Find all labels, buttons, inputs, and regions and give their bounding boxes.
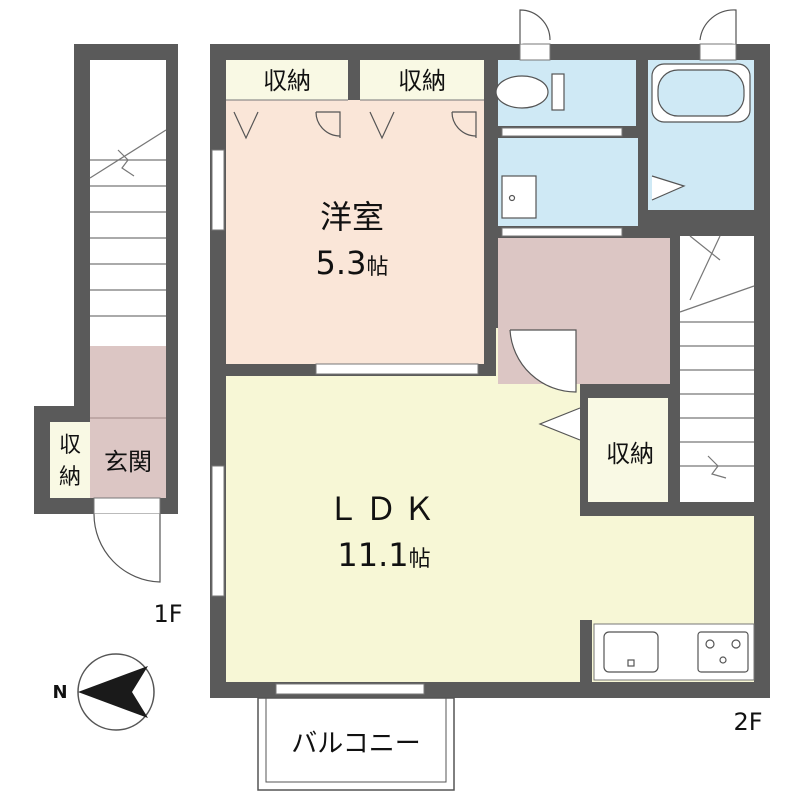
- western-room-size-value: 5.3: [316, 244, 367, 282]
- washbasin-fixture: [501, 175, 537, 219]
- closet-right: [360, 60, 484, 100]
- closet-right-label: 収納: [398, 67, 446, 95]
- toilet-fixture: [495, 73, 565, 111]
- entrance-door-opening: [93, 497, 161, 515]
- first-floor-storage-label-1: 収: [59, 433, 81, 458]
- closet-left: [226, 60, 348, 100]
- entrance-door-swing: [93, 513, 161, 583]
- first-floor-stair-area: [90, 60, 166, 346]
- bathtub-fixture: [651, 63, 751, 123]
- ldk-name: ＬＤＫ: [327, 490, 441, 528]
- entrance-floor: [90, 346, 166, 498]
- first-floor-stairs: [89, 129, 167, 317]
- ldk-floor: [226, 328, 580, 682]
- first-floor: 収 納 玄関 1F: [34, 44, 183, 628]
- first-floor-storage-label-2: 納: [59, 465, 81, 490]
- hallway-storage-label: 収納: [606, 440, 654, 468]
- ldk-door-swing: [509, 329, 577, 393]
- windows: [211, 43, 737, 695]
- compass: N: [52, 653, 155, 731]
- hallway-storage-door: [538, 407, 581, 441]
- western-room-name: 洋室: [320, 198, 384, 236]
- compass-north-letter: N: [52, 682, 67, 703]
- bath-door: [651, 175, 686, 201]
- ldk-kitchen-link: [580, 516, 592, 620]
- toilet-door: [501, 127, 623, 137]
- western-room-size: 5.3帖: [316, 244, 389, 282]
- hallway-to-ldk: [498, 318, 580, 330]
- first-floor-storage: [50, 422, 90, 498]
- stove-icon: [697, 631, 749, 673]
- washroom-door: [501, 227, 623, 237]
- western-room-size-unit: 帖: [366, 255, 388, 280]
- first-floor-label: 1F: [153, 600, 182, 628]
- closet-doors: [233, 111, 477, 140]
- balcony-label: バルコニー: [291, 729, 420, 759]
- top-doors: [519, 9, 737, 44]
- western-room-floor: [226, 100, 484, 364]
- entrance-label: 玄関: [104, 448, 152, 476]
- closet-left-label: 収納: [263, 67, 311, 95]
- ldk-size-value: 11.1: [337, 536, 408, 574]
- second-floor-stairs-area: [680, 236, 754, 502]
- second-floor: 収納 収納: [210, 9, 770, 791]
- second-floor-label: 2F: [733, 708, 762, 736]
- compass-arrow-icon: [78, 666, 148, 718]
- hallway-storage: [588, 398, 668, 502]
- ldk-size: 11.1帖: [337, 536, 430, 574]
- sink-icon: [603, 631, 659, 673]
- balcony-inner: [265, 697, 447, 783]
- ldk-size-unit: 帖: [409, 547, 431, 572]
- second-floor-stairs: [679, 235, 755, 479]
